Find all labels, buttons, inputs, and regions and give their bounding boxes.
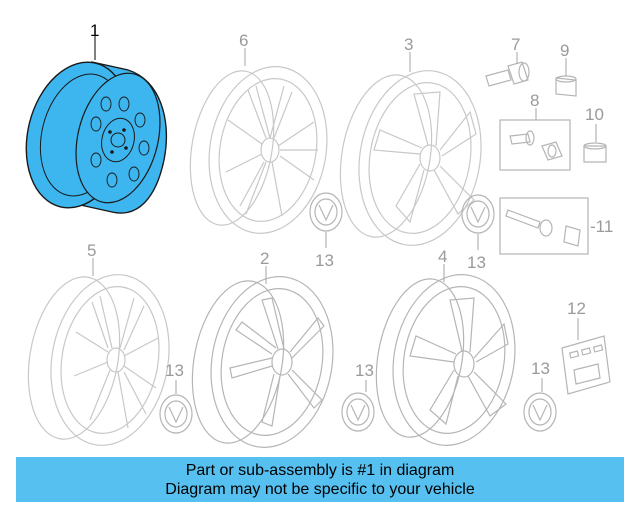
callout-11[interactable]: -11 [590,217,613,236]
center-cap-part-13a[interactable] [309,192,343,232]
alloy-wheel-part-4[interactable] [365,265,528,455]
callout-5[interactable]: 5 [87,241,96,260]
callout-6[interactable]: 6 [239,31,248,50]
steel-wheel-part-1[interactable] [12,51,173,219]
alloy-wheel-part-3[interactable] [328,61,494,255]
alloy-wheel-part-2[interactable] [180,267,346,456]
center-cap-part-13e[interactable] [523,392,557,432]
lock-bolt-set-part-8[interactable] [499,119,571,171]
info-banner: Part or sub-assembly is #1 in diagram Di… [16,457,624,502]
lug-bolt-part-7[interactable] [485,61,530,87]
nut-cap-part-9[interactable] [555,75,577,97]
callout-2[interactable]: 2 [260,249,269,268]
decal-sheet-part-12[interactable] [561,335,611,395]
callout-13a[interactable]: 13 [315,251,334,270]
banner-line-2: Diagram may not be specific to your vehi… [165,480,475,498]
callout-13b[interactable]: 13 [467,253,486,272]
banner-line-1: Part or sub-assembly is #1 in diagram [185,461,455,479]
callout-8[interactable]: 8 [530,91,539,110]
callout-9[interactable]: 9 [560,41,569,60]
center-cap-part-13c[interactable] [159,394,193,434]
callout-13e[interactable]: 13 [531,359,550,378]
alloy-wheel-part-6[interactable] [179,57,340,243]
callout-3[interactable]: 3 [404,35,413,54]
callout-13d[interactable]: 13 [355,361,374,380]
callout-12[interactable]: 12 [567,299,586,318]
callout-1[interactable]: 1 [90,21,99,40]
center-cap-part-13d[interactable] [341,392,375,432]
callout-10[interactable]: 10 [585,105,604,124]
callout-4[interactable]: 4 [438,247,447,266]
nut-part-10[interactable] [583,142,607,163]
callout-13c[interactable]: 13 [165,361,184,380]
callout-7[interactable]: 7 [511,35,520,54]
center-cap-part-13b[interactable] [461,194,495,234]
valve-stem-part-11[interactable] [499,197,589,255]
parts-diagram: 1 6 13 3 13 7 [12,21,613,456]
alloy-wheel-part-5[interactable] [16,265,182,455]
